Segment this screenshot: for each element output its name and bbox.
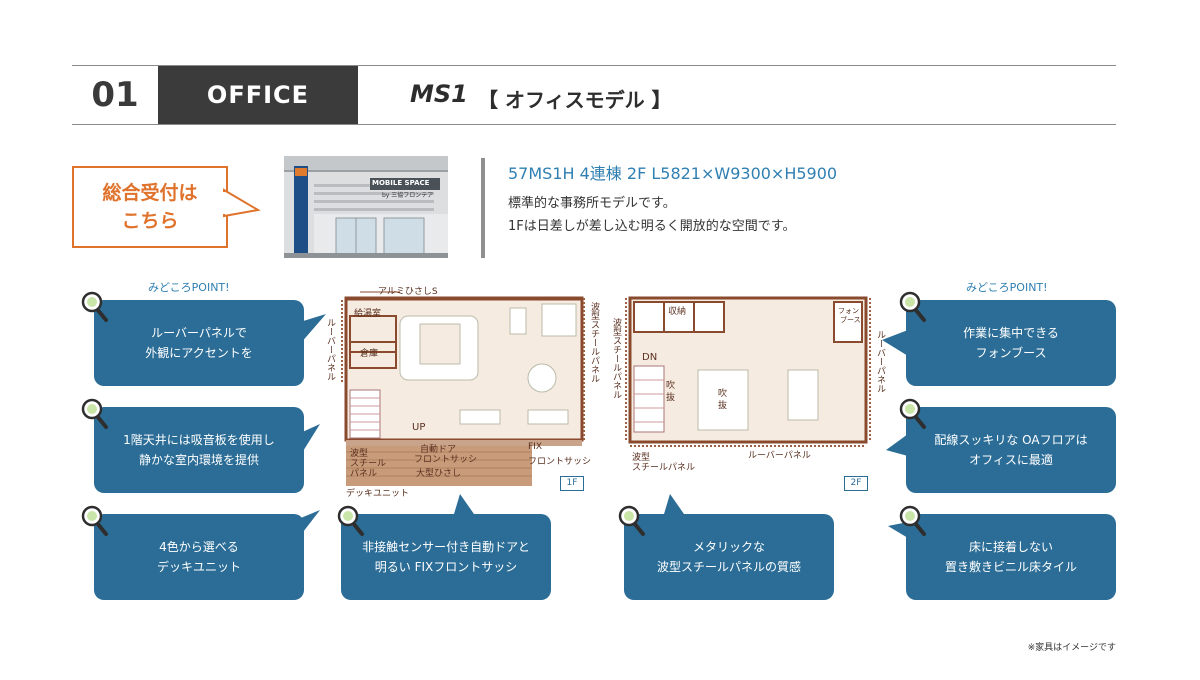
bubble-tails-right <box>882 330 908 538</box>
label-louver-right-2f: ルーバーパネル <box>875 330 885 393</box>
section-number: 01 <box>91 75 139 115</box>
point-bubble-floor-tile[interactable]: 床に接着しない 置き敷きビニル床タイル <box>906 514 1116 600</box>
header-bottom-rule <box>72 124 1116 125</box>
label-phone-2: ブース <box>840 316 861 324</box>
floor-badge-2f: 2F <box>844 476 868 491</box>
label-corrugated-right-1f: 波型スチールパネル <box>589 302 599 383</box>
spec-desc-line-2: 1Fは日差しが差し込む明るく開放的な空間です。 <box>508 219 796 234</box>
label-phone-1: フォン <box>838 307 859 315</box>
point-bubble-auto-door[interactable]: 非接触センサー付き自動ドアと 明るい FIXフロントサッシ <box>341 514 551 600</box>
magnifier-icon <box>81 505 108 536</box>
label-corrugated-low-3: パネル <box>350 469 378 479</box>
floor-badge-1f: 1F <box>560 476 584 491</box>
point-bubble-ceiling[interactable]: 1階天井には吸音板を使用し 静かな室内環境を提供 <box>94 407 304 493</box>
magnifier-icon <box>899 505 926 536</box>
magnifier-icon <box>81 291 108 322</box>
spec-line: 57MS1H 4連棟 2F L5821×W9300×H5900 <box>508 164 838 183</box>
points-label-left: みどころPOINT! <box>148 281 230 294</box>
label-dn: DN <box>642 352 658 363</box>
label-fix-sash: フロントサッシ <box>528 457 592 467</box>
magnifier-icon <box>337 505 364 536</box>
label-deck-unit: デッキユニット <box>346 489 410 499</box>
floor-plan-2f-drawing <box>625 296 871 447</box>
reception-callout[interactable]: 総合受付は こちら <box>72 166 228 248</box>
label-kitchenette: 給湯室 <box>354 309 382 319</box>
model-type: 【 オフィスモデル 】 <box>478 88 672 112</box>
label-corrugated-low-2: スチール <box>350 459 387 469</box>
label-storage-2f: 収納 <box>668 307 687 317</box>
magnifier-icon <box>899 398 926 429</box>
model-name: MS1 <box>410 80 468 108</box>
point-bubble-louver[interactable]: ルーバーパネルで 外観にアクセントを <box>94 300 304 386</box>
label-awning-s: アルミひさしS <box>378 287 438 297</box>
floor-plan-1f: アルミひさしS 給湯室 倉庫 ルーバーパネル 波型スチールパネル UP 自動ドア… <box>320 280 610 500</box>
label-corrugated-bottom-2: スチールパネル <box>632 463 696 473</box>
point-bubble-oa-floor[interactable]: 配線スッキリな OAフロアは オフィスに最適 <box>906 407 1116 493</box>
building-photo: MOBILE SPACE by 三協フロンテア <box>284 156 448 258</box>
label-auto-door: 自動ドア <box>420 445 457 455</box>
label-front-sash: フロントサッシ <box>414 455 478 465</box>
label-corrugated-low-1: 波型 <box>350 449 369 459</box>
bubble-tail-4 <box>454 494 474 514</box>
photo-sign-sub: by 三協フロンテア <box>382 192 434 199</box>
floor-plan-1f-drawing <box>341 291 585 486</box>
point-bubble-phone-booth[interactable]: 作業に集中できる フォンブース <box>906 300 1116 386</box>
magnifier-icon <box>81 398 108 429</box>
magnifier-icon <box>618 505 645 536</box>
spec-description: 標準的な事務所モデルです。 1Fは日差しが差し込む明るく開放的な空間です。 <box>508 192 795 238</box>
label-large-awning: 大型ひさし <box>416 469 462 479</box>
building-illustration <box>284 156 448 258</box>
section-category: OFFICE <box>158 66 358 124</box>
point-bubble-steel-panel[interactable]: メタリックな 波型スチールパネルの質感 <box>624 514 834 600</box>
floor-plan-2f: 収納 フォン ブース 波型スチールパネル ルーバーパネル DN 吹 抜 吹 抜 … <box>608 290 898 500</box>
bubble-tails-left <box>300 314 326 344</box>
magnifier-icon <box>899 291 926 322</box>
bubble-tail-5 <box>664 494 684 514</box>
reception-callout-arrow <box>222 188 261 218</box>
label-up: UP <box>412 422 426 433</box>
points-label-right: みどころPOINT! <box>966 281 1048 294</box>
label-fix: FIX <box>528 442 542 452</box>
label-louver-bottom-2f: ルーバーパネル <box>748 451 811 461</box>
spec-divider <box>481 158 485 258</box>
spec-desc-line-1: 標準的な事務所モデルです。 <box>508 196 676 211</box>
label-corrugated-bottom-1: 波型 <box>632 453 651 463</box>
label-void-1: 吹 抜 <box>666 381 676 403</box>
point-bubble-deck[interactable]: 4色から選べる デッキユニット <box>94 514 304 600</box>
header-top-rule <box>72 65 1116 66</box>
label-void-2: 吹 抜 <box>718 389 728 411</box>
label-corrugated-left-2f: 波型スチールパネル <box>611 318 621 399</box>
label-louver-1f: ルーバーパネル <box>325 318 335 381</box>
label-storage-1f: 倉庫 <box>360 349 379 359</box>
footnote: ※家具はイメージです <box>1027 643 1116 653</box>
photo-sign-text: MOBILE SPACE <box>372 179 430 187</box>
